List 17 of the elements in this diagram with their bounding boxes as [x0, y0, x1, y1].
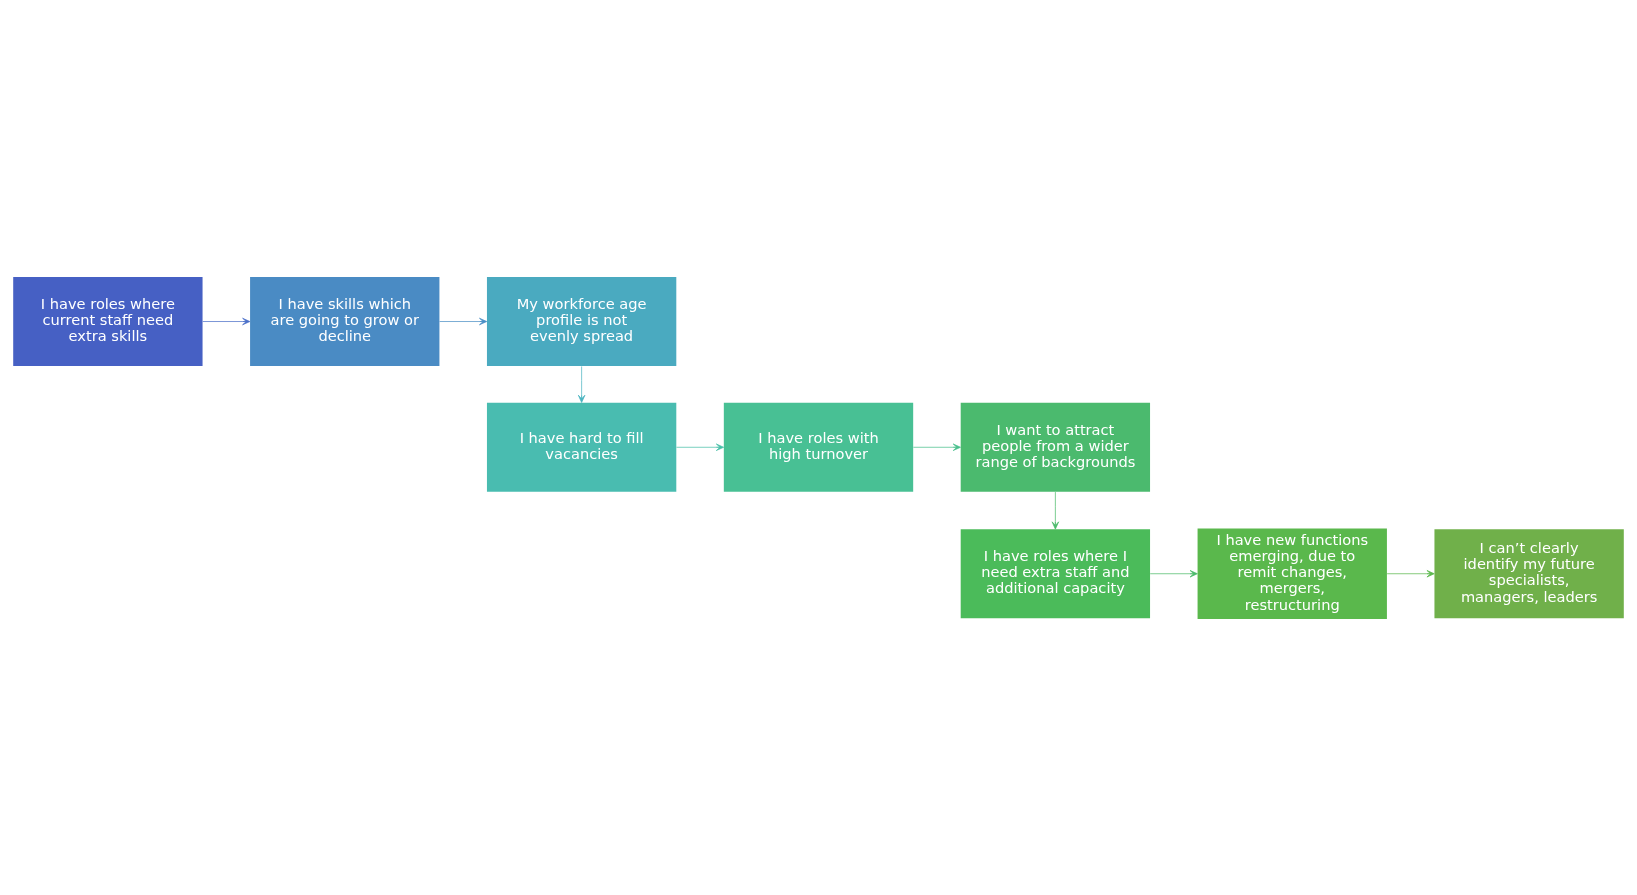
arrow	[1386, 569, 1435, 577]
node-box: I have roles where I need extra staff and additional capacity	[960, 528, 1151, 618]
node-box: I have roles with high turnover	[723, 402, 914, 492]
node-box: I have roles where current staff need extra skills	[13, 276, 203, 366]
arrow	[912, 443, 961, 451]
node-box: I can’t clearly identify my future specialists, managers, leaders	[1434, 528, 1624, 618]
node-box: I have hard to fill vacancies	[486, 402, 677, 492]
node-box: I have skills which are going to grow or decline	[250, 276, 440, 366]
arrow	[577, 365, 586, 403]
arrow	[1051, 491, 1060, 529]
arrow	[202, 317, 251, 325]
node-box: My workforce age profile is not evenly spread	[486, 276, 677, 366]
arrow	[676, 443, 724, 451]
arrow	[439, 317, 488, 325]
node-box: I have new functions emerging, due to remit changes, mergers, restructuring	[1197, 527, 1387, 619]
arrow	[1149, 569, 1198, 577]
node-box: I want to attract people from a wider range of backgrounds	[960, 402, 1151, 492]
